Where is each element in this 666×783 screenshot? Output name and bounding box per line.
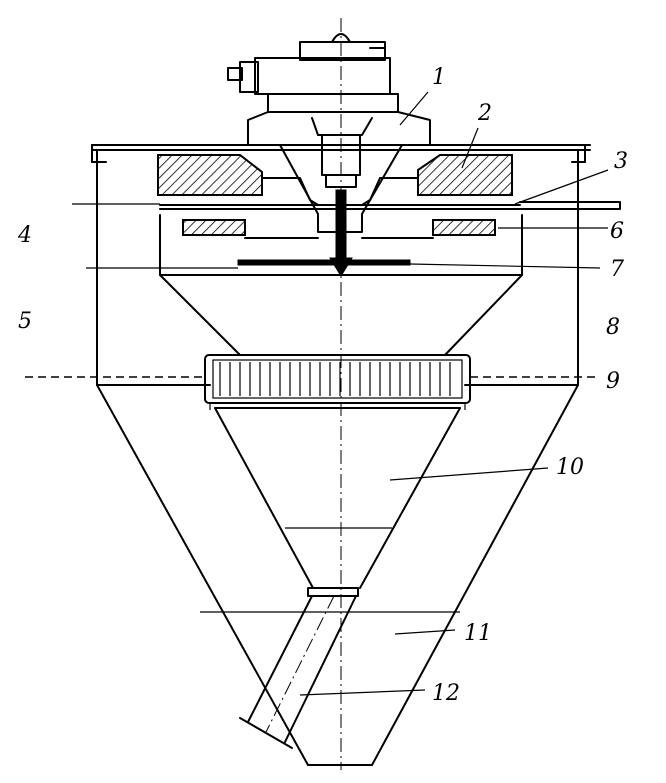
label-6: 6 xyxy=(610,219,624,244)
label-10: 10 xyxy=(556,455,584,480)
inner-chamber xyxy=(159,214,523,276)
motor-top xyxy=(299,41,386,61)
label-3: 3 xyxy=(614,149,628,174)
motor-flange xyxy=(267,93,399,113)
inner-cone-lower xyxy=(214,407,461,589)
leader-lines xyxy=(86,91,609,696)
motor-terminal-box xyxy=(239,61,259,93)
louver-ring xyxy=(204,354,471,410)
upper-rotor-left xyxy=(157,154,263,196)
label-4: 4 xyxy=(17,223,32,248)
motor-assembly xyxy=(227,33,431,146)
motor-housing xyxy=(254,57,391,95)
discharge-pipe xyxy=(239,587,359,749)
inner-cone-walls xyxy=(159,274,523,356)
label-12: 12 xyxy=(432,681,460,706)
label-2: 2 xyxy=(477,101,492,126)
main-shaft xyxy=(335,189,347,259)
top-lid xyxy=(91,144,591,163)
upper-rotor-right xyxy=(417,154,513,196)
lower-rotor-left xyxy=(182,219,246,236)
motor-terminal-plug xyxy=(227,67,243,81)
label-9: 9 xyxy=(606,369,620,394)
label-8: 8 xyxy=(606,315,620,340)
feed-pipe-right xyxy=(519,201,621,210)
outer-cone xyxy=(96,384,579,766)
label-5: 5 xyxy=(18,309,32,334)
distribution-disc xyxy=(237,259,411,266)
label-11: 11 xyxy=(464,621,492,646)
gear-housing xyxy=(247,111,431,146)
label-7: 7 xyxy=(610,257,624,282)
label-1: 1 xyxy=(432,65,446,90)
motor-cap xyxy=(331,33,351,43)
lower-rotor-right xyxy=(432,219,496,236)
